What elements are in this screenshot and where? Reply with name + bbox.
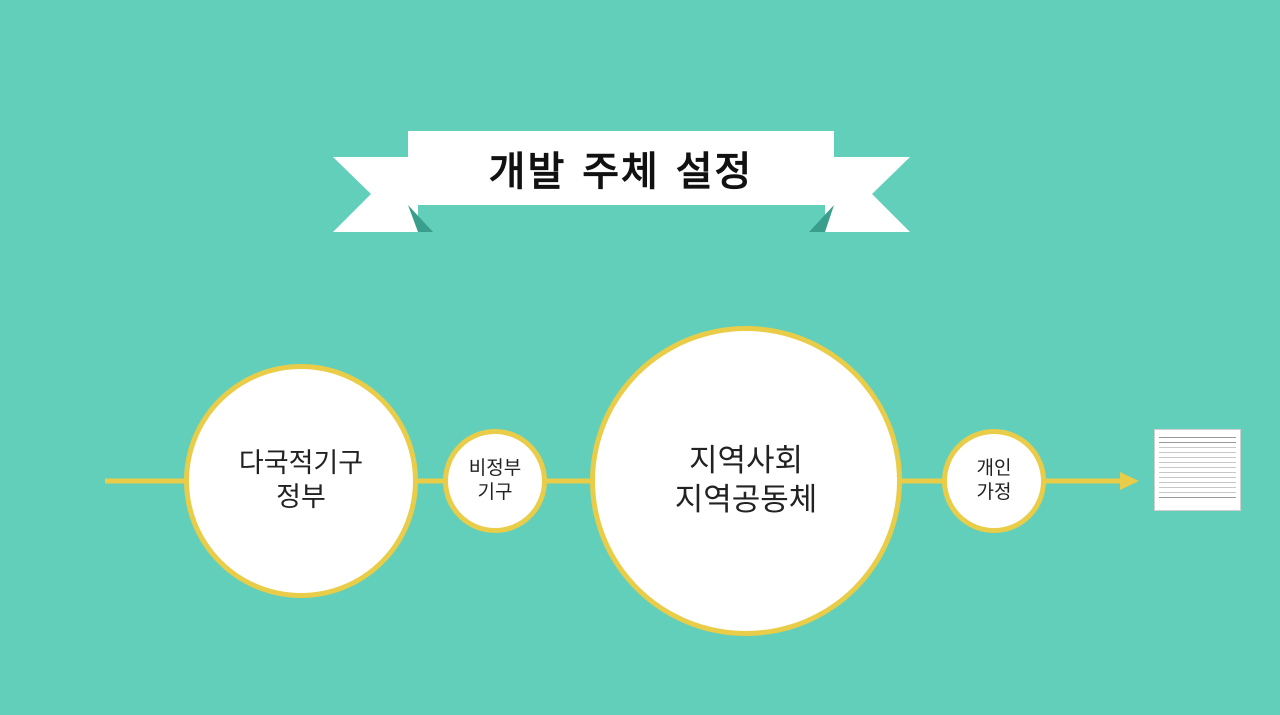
thumbnail-row bbox=[1159, 472, 1236, 473]
thumbnail-row bbox=[1159, 442, 1236, 443]
thumbnail-row bbox=[1159, 467, 1236, 468]
timeline-arrowhead bbox=[1120, 472, 1139, 490]
thumbnail-row bbox=[1159, 452, 1236, 453]
node-individual-household: 개인 가정 bbox=[942, 429, 1046, 533]
node-label-line1: 비정부 bbox=[468, 457, 522, 480]
node-label-line2: 가정 bbox=[976, 481, 1012, 503]
table-thumbnail-icon[interactable] bbox=[1154, 429, 1241, 511]
thumbnail-row bbox=[1159, 487, 1236, 488]
thumbnail-row bbox=[1159, 437, 1236, 438]
banner-left-tail bbox=[333, 157, 418, 232]
node-international-government: 다국적기구 정부 bbox=[184, 364, 418, 598]
thumbnail-row bbox=[1159, 457, 1236, 458]
thumbnail-row bbox=[1159, 492, 1236, 493]
thumbnail-row bbox=[1159, 497, 1236, 498]
node-label-line2: 정부 bbox=[276, 482, 326, 513]
thumbnail-row bbox=[1159, 462, 1236, 463]
node-label-line2: 기구 bbox=[477, 481, 513, 503]
banner-left-fold bbox=[408, 205, 433, 232]
node-community: 지역사회 지역공동체 bbox=[590, 326, 902, 636]
thumbnail-row bbox=[1159, 477, 1236, 478]
thumbnail-row bbox=[1159, 482, 1236, 483]
node-label-line1: 다국적기구 bbox=[238, 448, 364, 480]
thumbnail-row bbox=[1159, 447, 1236, 448]
node-label-line1: 개인 bbox=[976, 457, 1012, 480]
banner-ribbon bbox=[408, 131, 834, 205]
page-title: 개발 주체 설정 bbox=[488, 148, 754, 195]
node-ngo: 비정부 기구 bbox=[443, 429, 547, 533]
banner-right-fold bbox=[809, 205, 834, 232]
node-label-line1: 지역사회 bbox=[688, 443, 804, 480]
node-label-line2: 지역공동체 bbox=[674, 482, 818, 518]
banner-right-tail bbox=[825, 157, 910, 232]
